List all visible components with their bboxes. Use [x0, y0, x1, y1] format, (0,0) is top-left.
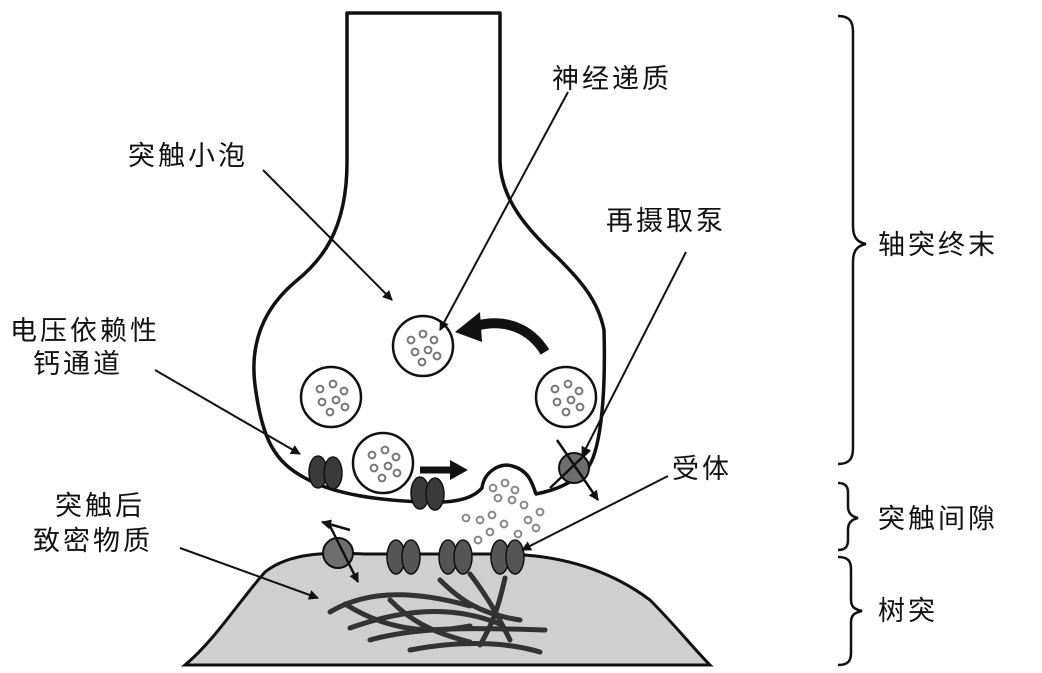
synaptic-vesicle-1 — [391, 314, 455, 378]
postsynaptic-density-filaments — [327, 571, 548, 655]
label-receptor: 受体 — [672, 454, 732, 485]
axon-terminal-outline — [252, 11, 607, 504]
vesicle-movement-arrowhead — [450, 460, 468, 480]
label-axon-terminal: 轴突终末 — [878, 230, 998, 261]
leader-neurotransmitter — [439, 91, 569, 331]
region-braces — [837, 14, 867, 667]
label-psd-line2: 致密物质 — [33, 526, 153, 557]
label-dendrite: 树突 — [878, 596, 938, 627]
label-psd-line1: 突触后 — [55, 491, 145, 522]
leader-reuptake — [581, 251, 687, 457]
label-calcium-channel-line2: 钙通道 — [33, 349, 123, 380]
brace-synaptic-cleft — [837, 481, 859, 552]
presynaptic-calcium-channels — [308, 455, 445, 511]
leader-receptor — [521, 475, 669, 551]
postsynaptic-pump — [321, 519, 360, 583]
leader-vesicle — [262, 169, 393, 301]
synaptic-vesicle-2 — [299, 365, 363, 429]
label-synaptic-vesicle: 突触小泡 — [128, 141, 248, 172]
synaptic-vesicle-3 — [534, 365, 598, 429]
recycle-arrowhead — [455, 312, 482, 342]
synaptic-vesicle-4 — [351, 431, 415, 495]
label-reuptake-pump: 再摄取泵 — [606, 206, 726, 237]
label-synaptic-cleft: 突触间隙 — [878, 504, 998, 535]
leader-calcium — [154, 369, 301, 455]
leader-lines — [154, 91, 687, 600]
label-calcium-channel-line1: 电压依赖性 — [10, 316, 160, 347]
released-neurotransmitters — [461, 478, 545, 545]
recycle-arrow — [473, 318, 550, 355]
reuptake-pump — [549, 439, 600, 501]
leader-psd — [179, 547, 319, 600]
label-neurotransmitter: 神经递质 — [552, 64, 672, 95]
brace-axon-terminal — [837, 14, 867, 466]
postsynaptic-receptors — [386, 539, 525, 575]
brace-dendrite — [837, 555, 863, 667]
